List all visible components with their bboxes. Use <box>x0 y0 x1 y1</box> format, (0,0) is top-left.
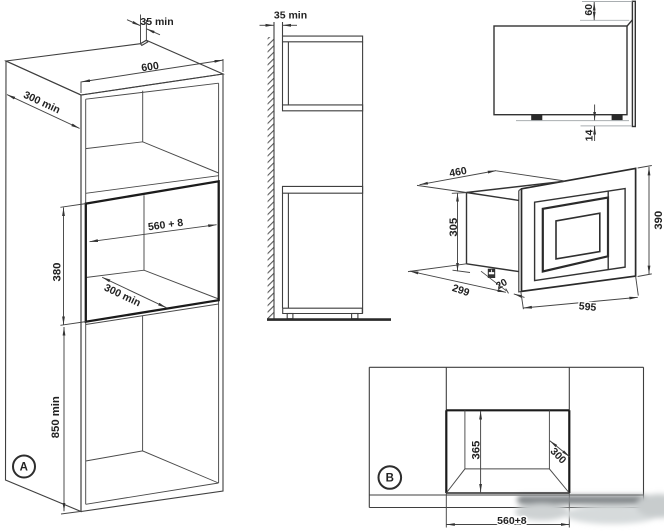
svg-text:B: B <box>386 473 394 485</box>
svg-text:20: 20 <box>494 277 510 292</box>
svg-text:60: 60 <box>583 4 595 16</box>
svg-text:14: 14 <box>583 130 595 142</box>
svg-text:305: 305 <box>448 218 460 237</box>
svg-text:850 min: 850 min <box>50 396 62 438</box>
svg-text:460: 460 <box>448 165 468 180</box>
svg-text:380: 380 <box>52 263 64 282</box>
svg-text:299: 299 <box>451 282 472 299</box>
svg-text:595: 595 <box>578 300 597 314</box>
svg-text:A: A <box>20 462 28 474</box>
svg-text:600: 600 <box>141 60 160 75</box>
svg-text:35 min: 35 min <box>140 16 173 28</box>
svg-text:390: 390 <box>653 211 664 230</box>
svg-text:35 min: 35 min <box>274 10 307 22</box>
svg-text:365: 365 <box>470 441 482 460</box>
svg-text:560 + 8: 560 + 8 <box>147 217 184 234</box>
svg-text:560+8: 560+8 <box>497 515 527 527</box>
